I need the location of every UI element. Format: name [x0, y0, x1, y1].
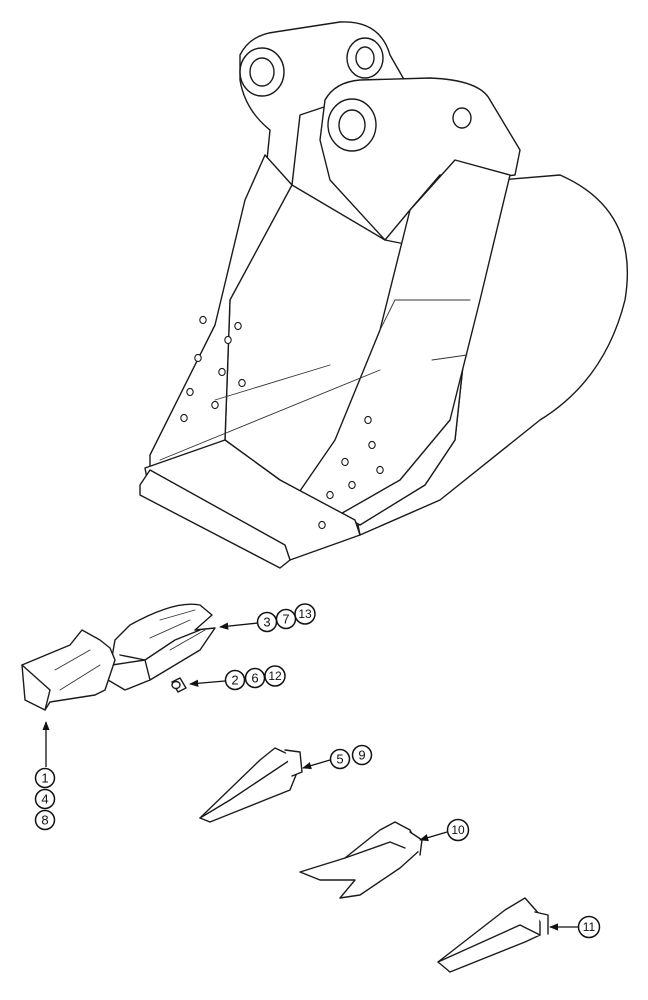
callout-4: 4	[34, 788, 56, 810]
callout-13: 13	[294, 603, 316, 625]
tooth-adapter-illustration	[107, 603, 216, 691]
svg-text:13: 13	[298, 607, 312, 621]
svg-text:6: 6	[251, 671, 258, 686]
callout-2: 2	[224, 669, 246, 691]
leader-adapter	[219, 622, 259, 630]
svg-text:8: 8	[41, 813, 48, 828]
side-bolt-holes-left	[180, 315, 246, 423]
callout-10: 10	[446, 818, 470, 842]
svg-text:7: 7	[282, 612, 289, 627]
callout-9: 9	[351, 744, 373, 766]
callout-11: 11	[577, 915, 601, 939]
callout-12: 12	[264, 665, 286, 687]
svg-text:1: 1	[41, 771, 48, 786]
excavator-bucket-illustration	[139, 21, 629, 569]
callout-6: 6	[244, 667, 266, 689]
svg-text:12: 12	[268, 669, 282, 683]
svg-text:11: 11	[583, 920, 596, 934]
callout-8: 8	[34, 809, 56, 831]
leader-rock-tooth	[302, 759, 331, 770]
svg-text:2: 2	[231, 673, 238, 688]
flat-tooth-illustration	[437, 897, 549, 973]
svg-text:3: 3	[263, 615, 270, 630]
svg-text:9: 9	[358, 748, 365, 763]
svg-text:4: 4	[41, 792, 48, 807]
svg-text:10: 10	[451, 823, 465, 837]
rock-tooth-illustration	[199, 747, 303, 823]
standard-tooth-illustration	[21, 629, 116, 711]
leader-twin-tiger-tooth	[419, 831, 448, 842]
svg-text:5: 5	[336, 752, 343, 767]
twin-tiger-tooth-illustration	[299, 821, 423, 899]
pin-hole-small	[452, 107, 472, 129]
callout-5: 5	[329, 748, 351, 770]
retaining-pin-illustration	[171, 677, 187, 693]
callout-3: 3	[256, 611, 278, 633]
callout-1: 1	[34, 767, 56, 789]
side-bolt-holes-right	[318, 415, 384, 530]
callout-7: 7	[275, 608, 297, 630]
leader-pin	[189, 679, 226, 687]
